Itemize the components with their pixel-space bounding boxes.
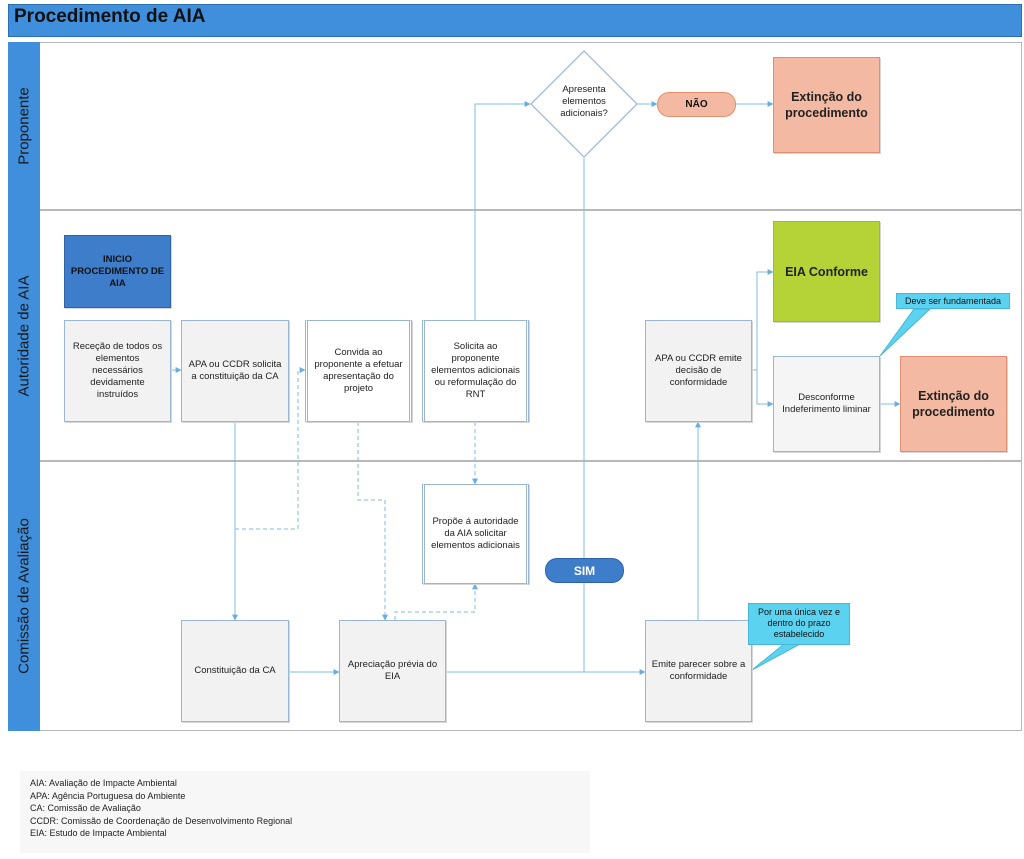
edge-convida-apreciacao xyxy=(357,422,388,621)
legend-item: AIA: Avaliação de Impacte Ambiental xyxy=(30,778,177,788)
legend-item: APA: Agência Portuguesa do Ambiente xyxy=(30,790,186,801)
legend-item: CA: Comissão de Avaliação xyxy=(30,803,141,813)
node-propoe: Propõe á autoridade da AIA solicitar ele… xyxy=(422,484,529,584)
edge-apreciacao-propoe xyxy=(394,583,478,620)
node-apa-decisao: APA ou CCDR emite decisão de conformidad… xyxy=(645,320,752,422)
callout-prazo: Por uma única vez e dentro do prazo esta… xyxy=(748,603,850,645)
node-eia-conforme: EIA Conforme xyxy=(773,221,880,322)
page-title: Procedimento de AIA xyxy=(14,6,206,27)
decision-diamond xyxy=(530,50,638,158)
node-emite-parecer: Emite parecer sobre a conformidade xyxy=(645,620,752,722)
node-desconforme: Desconforme Indeferimento liminar xyxy=(773,356,880,452)
edge-branch-convida xyxy=(235,367,306,530)
node-extincao-2: Extinção do procedimento xyxy=(900,356,1007,452)
callout-tail-prazo xyxy=(751,643,801,671)
node-apreciacao: Apreciação prévia do EIA xyxy=(339,620,446,722)
callout-tail-fundamentada xyxy=(879,308,932,357)
decision-label: Apresenta elementos adicionais? xyxy=(560,84,608,119)
lane-header-proponente xyxy=(8,42,40,210)
callout-fundamentada: Deve ser fundamentada xyxy=(896,293,1010,309)
lane-header-comissao xyxy=(8,461,40,731)
node-constituicao: Constituição da CA xyxy=(181,620,289,722)
pill-sim: SIM xyxy=(545,558,624,583)
edge-decisao-conforme xyxy=(752,269,774,371)
lane-header-autoridade xyxy=(8,210,40,461)
edge-decisao-desconforme xyxy=(756,370,774,407)
legend-item: CCDR: Comissão de Coordenação de Desenvo… xyxy=(30,815,293,826)
node-extincao-1: Extinção do procedimento xyxy=(773,57,880,153)
node-rececao: Receção de todos os elementos necessário… xyxy=(64,320,171,422)
legend-box: AIA: Avaliação de Impacte Ambiental APA:… xyxy=(20,771,590,853)
edge-solicita-diamond xyxy=(474,101,531,320)
node-solicita: Solicita ao proponente elementos adicion… xyxy=(422,320,529,422)
title-bar xyxy=(8,4,1022,37)
pill-nao: NÃO xyxy=(657,92,736,117)
node-apa-solicita-ca: APA ou CCDR solicita a constituição da C… xyxy=(181,320,289,422)
legend-item: EIA: Estudo de Impacte Ambiental xyxy=(30,828,167,838)
start-node: INICIO PROCEDIMENTO DE AIA xyxy=(64,235,171,308)
node-convida: Convida ao proponente a efetuar apresent… xyxy=(305,320,412,422)
